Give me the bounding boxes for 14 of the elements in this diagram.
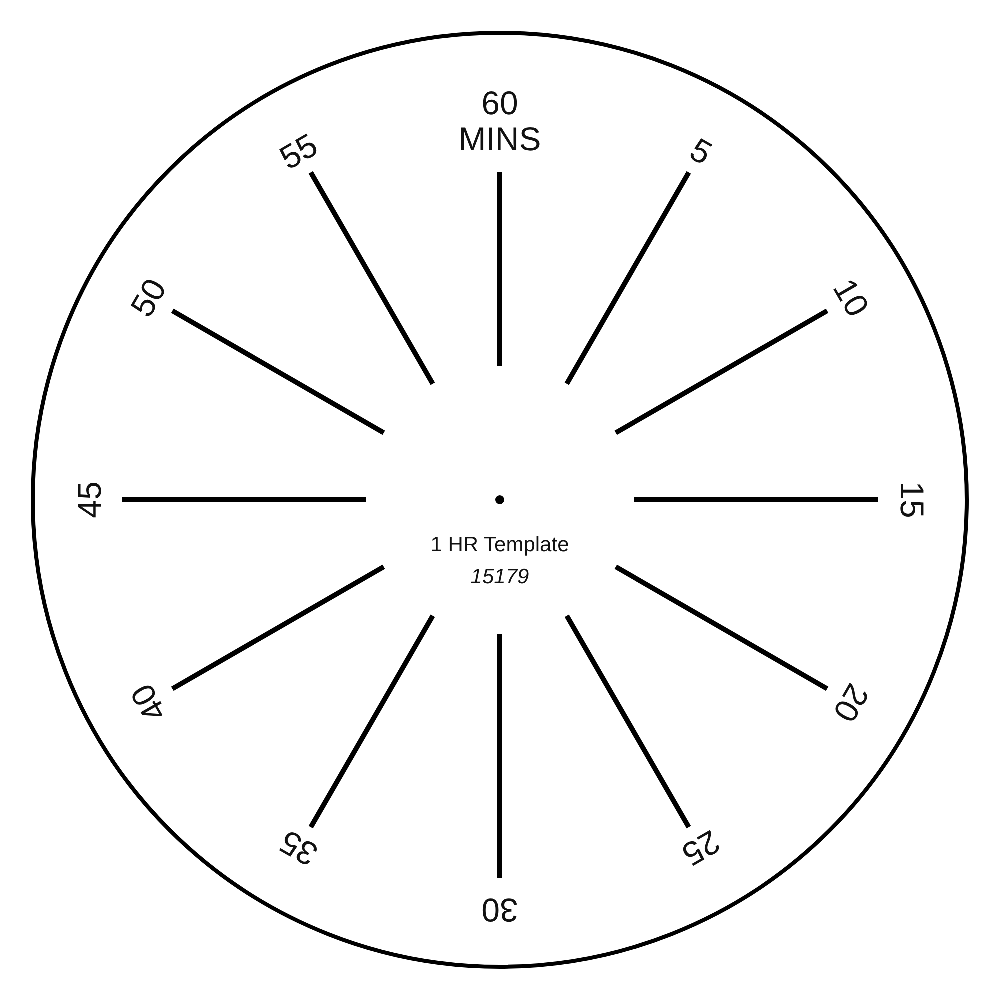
minute-number: 35 bbox=[274, 823, 324, 874]
minute-number: 30 bbox=[482, 892, 518, 928]
catalog-number: 15179 bbox=[470, 565, 530, 589]
minute-number: 55 bbox=[274, 126, 324, 177]
minute-number: 40 bbox=[124, 678, 174, 728]
minute-number: 10 bbox=[826, 272, 876, 322]
minute-number: 5 bbox=[684, 132, 718, 172]
minute-number: 50 bbox=[124, 272, 174, 322]
minute-number: 15 bbox=[894, 482, 930, 518]
template-title: 1 HR Template bbox=[430, 533, 570, 557]
minute-label: 60 MINS bbox=[458, 86, 542, 158]
minute-number: 45 bbox=[72, 482, 108, 518]
minute-number: 25 bbox=[676, 823, 726, 874]
minute-number: 20 bbox=[826, 678, 876, 728]
